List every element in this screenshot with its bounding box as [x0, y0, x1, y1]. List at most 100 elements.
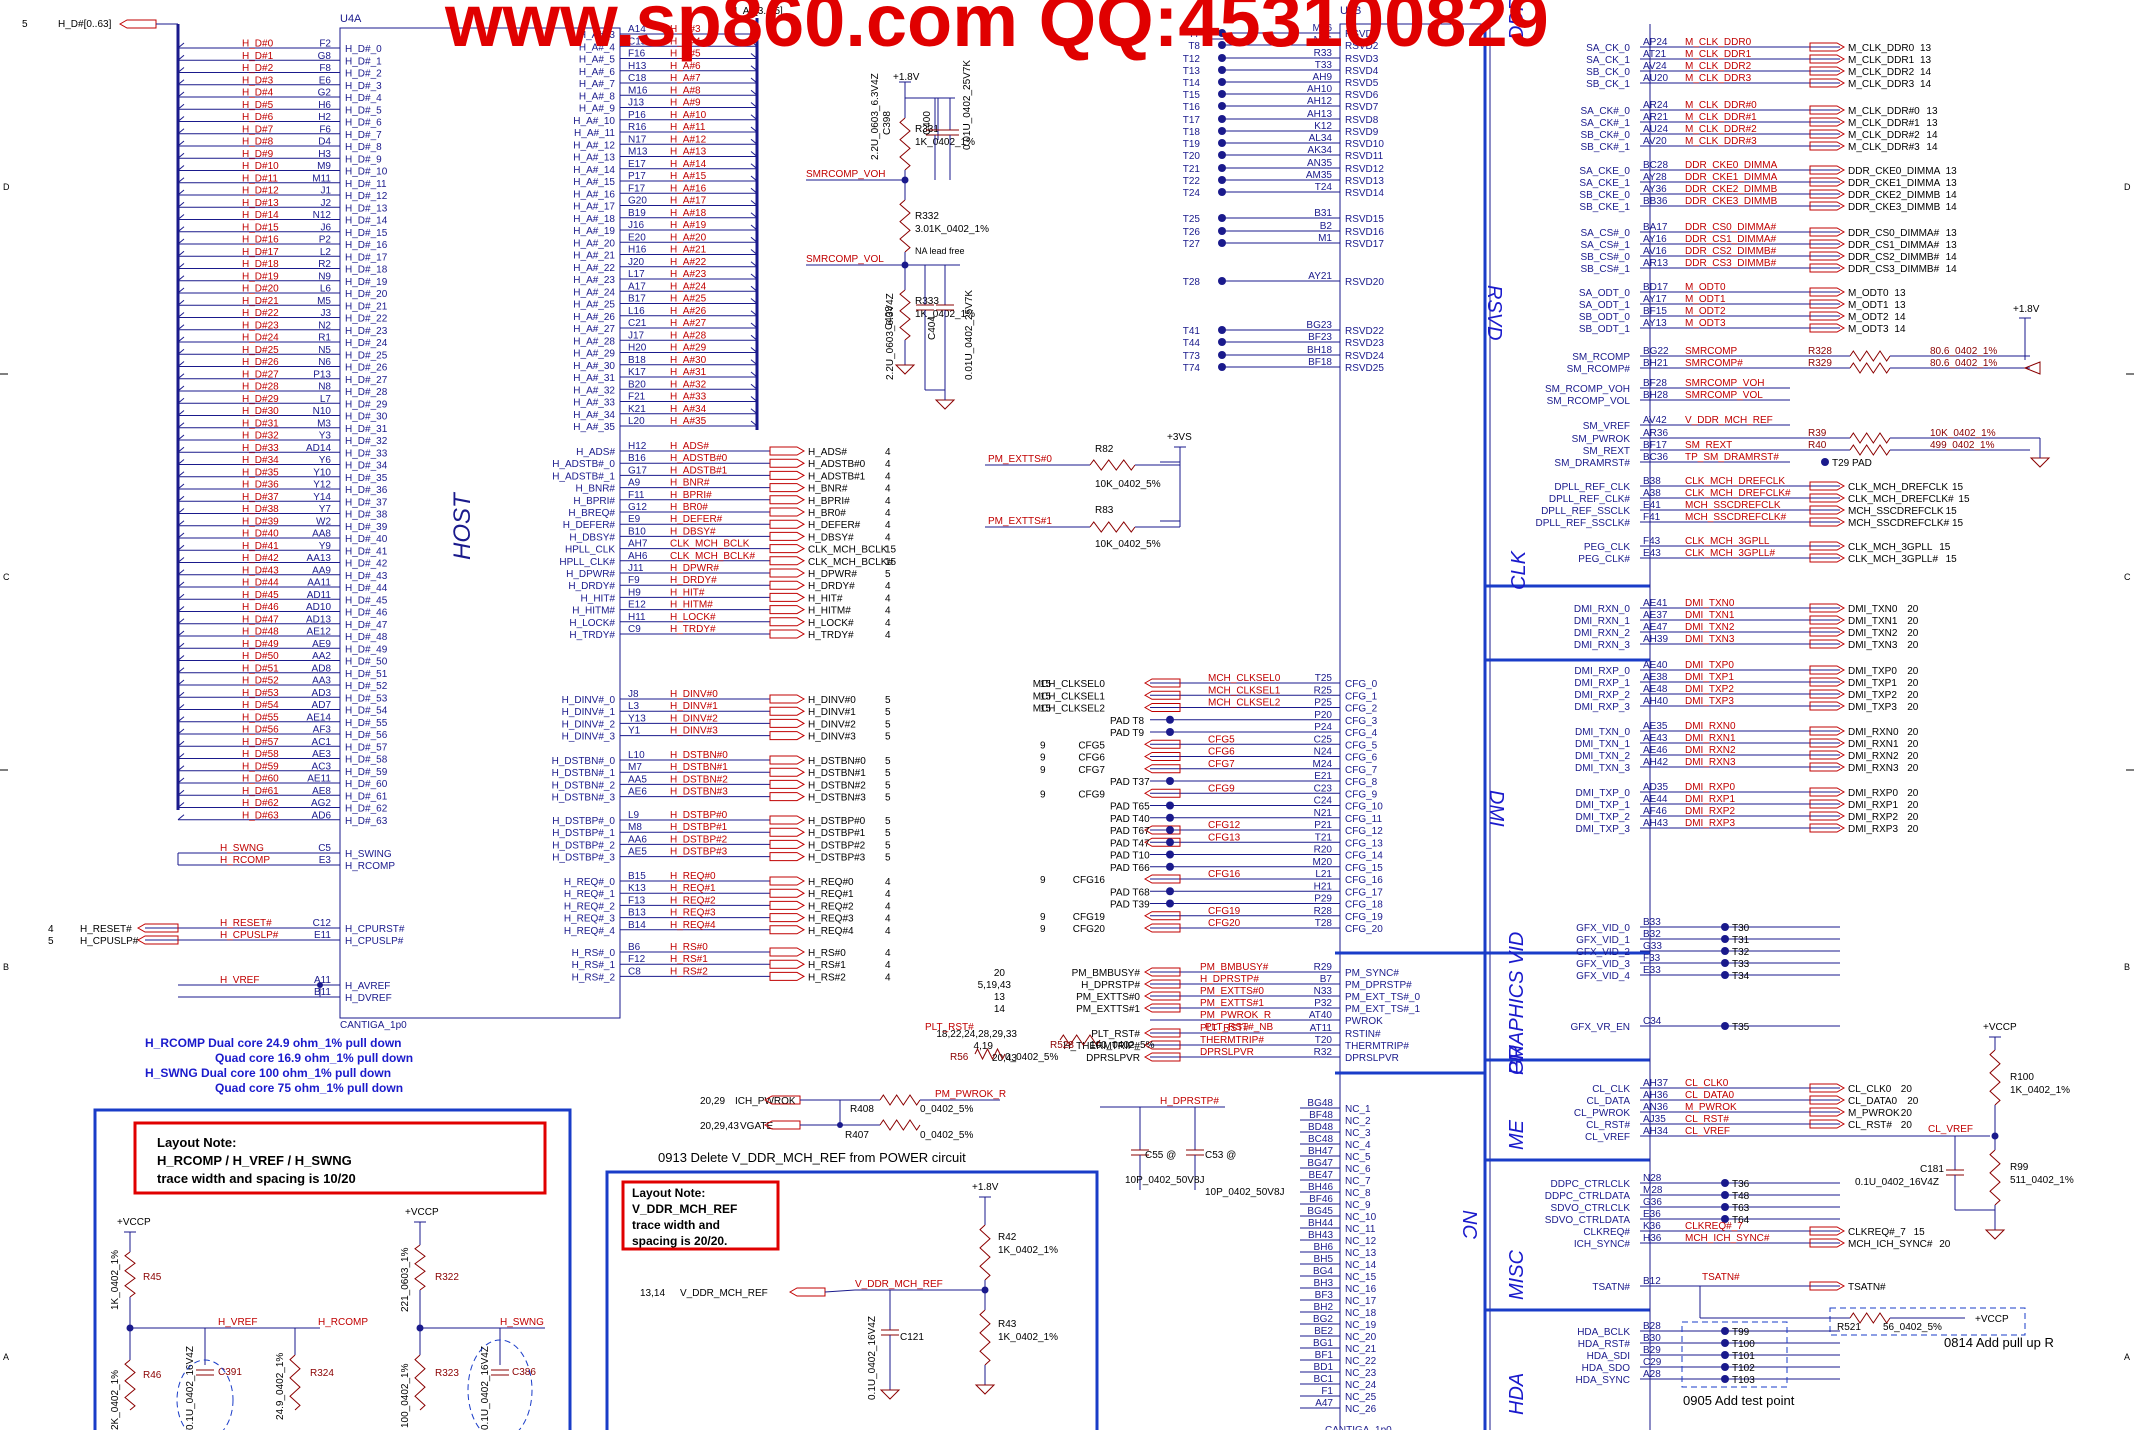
pin-label: NC_21 [1345, 1344, 1377, 1355]
net-name: DDR_CKE0_DIMMA [1848, 166, 1941, 177]
pin-label: RSVD12 [1345, 164, 1384, 175]
net-name: VGATE [740, 1121, 773, 1132]
sheet-ref: 20 [1907, 1096, 1919, 1107]
ball-label: T20 [1315, 1035, 1333, 1046]
port-arrow [1809, 541, 1846, 551]
pin-label: CFG_19 [1345, 912, 1383, 923]
ball-label: AE46 [1643, 745, 1668, 756]
component-value: 0_0402_5% [1005, 1052, 1058, 1063]
block-title: ME [1506, 1119, 1528, 1150]
ball-label: AP24 [1643, 37, 1668, 48]
net-label: H_D#48 [242, 627, 279, 638]
wire [750, 396, 758, 402]
ball-label: P13 [313, 369, 331, 380]
net-name: CFG20 [1073, 924, 1106, 935]
net-label: DMI_RXN0 [1685, 721, 1736, 732]
sheet-ref: 20 [1901, 1108, 1913, 1119]
port-arrow [1809, 1083, 1846, 1093]
net-label: DMI_RXP0 [1685, 782, 1735, 793]
net-label: H_DSTBP#2 [670, 834, 728, 845]
sheet-ref: 13 [1946, 178, 1958, 189]
pin-label: PWROK [1345, 1016, 1383, 1027]
pin-label: NC_25 [1345, 1392, 1377, 1403]
ball-label: AC1 [312, 737, 332, 748]
sheet-ref: 14 [1946, 202, 1958, 213]
pad-label: T12 [1183, 54, 1201, 65]
ball-label: B29 [1643, 1345, 1661, 1356]
net-label: SMRCOMP# [1685, 358, 1743, 369]
net-label: M_CLK_DDR#1 [1685, 112, 1757, 123]
pad-label: PAD T47 [1110, 838, 1150, 849]
ball-label: BF18 [1308, 357, 1332, 368]
ref-designator: R333 [915, 296, 939, 307]
port-arrow [118, 19, 157, 29]
note-title: Layout Note: [157, 1135, 236, 1150]
pin-label: H_A#_34 [573, 410, 615, 421]
ball-label: AY28 [1643, 172, 1667, 183]
net-label: H_D#51 [242, 663, 279, 674]
pad-label: T16 [1183, 102, 1201, 113]
wire [177, 177, 185, 184]
pin-label: SA_CK#_0 [1581, 106, 1631, 117]
net-label: H_D#47 [242, 614, 279, 625]
ball-label: BF17 [1643, 440, 1667, 451]
wire [177, 655, 185, 661]
ball-label: B16 [628, 453, 646, 464]
wire [750, 371, 758, 378]
ball-label: AH37 [1643, 1078, 1668, 1089]
pad-label: T28 [1183, 277, 1201, 288]
port-arrow [1809, 299, 1846, 309]
sheet-ref: 4 [885, 948, 891, 959]
pin-label: H_RS#_2 [572, 972, 616, 983]
ball-label: AE41 [1643, 598, 1668, 609]
pin-label: RSVD17 [1345, 239, 1384, 250]
ball-label: N36 [1314, 35, 1333, 46]
net-label: CL_CLK0 [1685, 1078, 1729, 1089]
pin-label: H_REQ#_1 [564, 889, 616, 900]
pin-label: CFG_2 [1345, 704, 1378, 715]
sheet-ref: 13,14 [640, 1288, 665, 1299]
sheet-ref: 13 [1894, 288, 1906, 299]
wire [750, 298, 758, 304]
net-label: H_D#44 [242, 578, 279, 589]
net-name: TSATN# [1848, 1282, 1886, 1293]
net-label: H_REQ#2 [670, 895, 716, 906]
test-pad [1218, 214, 1226, 222]
ref-designator: C398 [882, 111, 893, 135]
net-name: PM_EXTTS#0 [1076, 992, 1140, 1003]
wire [750, 114, 758, 121]
ball-label: N21 [1314, 808, 1333, 819]
wire [177, 128, 185, 135]
pin-label: H_D#_22 [345, 314, 388, 325]
pad-label: T7 [1188, 29, 1200, 40]
net-name: CFG5 [1078, 740, 1105, 751]
sheet-ref: 4 [885, 520, 891, 531]
resistor-symbol [1059, 1034, 1101, 1046]
net-name: H_DSTBP#1 [808, 828, 866, 839]
port-arrow [1143, 690, 1181, 700]
pin-label: CFG_11 [1345, 814, 1382, 825]
pin-label: H_D#_49 [345, 644, 388, 655]
ball-label: N2 [318, 320, 331, 331]
pin-label: H_D#_32 [345, 436, 388, 447]
net-label: H_D#57 [242, 737, 279, 748]
net-label: H_D#3 [242, 75, 274, 86]
block-title: DMI [1485, 790, 1507, 827]
ball-label: AA2 [312, 651, 331, 662]
wire [177, 287, 185, 294]
ball-label: BF46 [1309, 1194, 1333, 1205]
port-arrow [1809, 263, 1846, 273]
ball-label: L21 [1315, 869, 1332, 880]
pad-label: T31 [1732, 935, 1750, 946]
test-pad [1166, 862, 1174, 871]
port-arrow [1809, 823, 1846, 833]
test-pad [1218, 151, 1226, 159]
net-name: H_DINV#0 [808, 695, 856, 706]
ball-label: B19 [628, 208, 646, 219]
pin-label: H_D#_53 [345, 693, 388, 704]
pin-label: RSVD13 [1345, 176, 1384, 187]
ball-label: AH40 [1643, 696, 1668, 707]
net-name: CLK_MCH_3GPLL [1848, 542, 1933, 553]
border-letter: C [3, 572, 10, 582]
net-label: H_REQ#3 [670, 908, 716, 919]
